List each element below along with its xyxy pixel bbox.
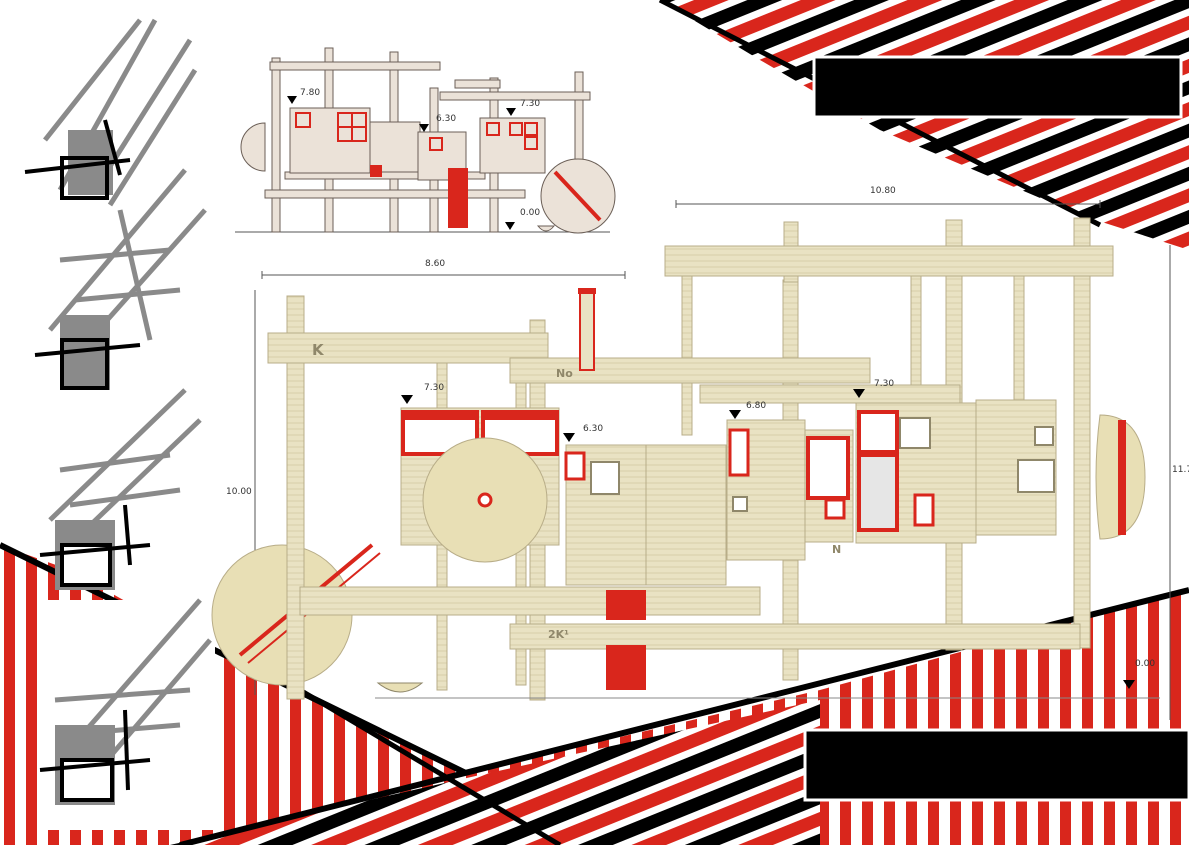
beam-mark-no: No [556, 367, 573, 380]
beam-mark-n: N [832, 543, 841, 556]
small-level-marker-middle [419, 124, 429, 132]
small-level-middle: 6.30 [436, 114, 456, 124]
dim-right-height: 11.70 [1172, 465, 1189, 475]
level-marker-1 [401, 395, 413, 404]
axon-sketch-1 [24, 18, 198, 207]
axon-sketch-3 [39, 388, 202, 590]
title-block-bottom [803, 728, 1189, 802]
timber-beams [267, 245, 1114, 650]
top-right-stripes [658, 0, 1189, 250]
red-tube [579, 289, 595, 371]
small-level-marker-left [287, 96, 297, 104]
small-level-ground: 0.00 [520, 208, 540, 218]
axonometric-sketches [24, 18, 215, 830]
level-marker-4 [853, 389, 865, 398]
level-marker-2 [563, 433, 575, 442]
axon-sketch-4 [39, 598, 215, 830]
small-level-right: 7.30 [520, 99, 540, 109]
dim-left-width: 8.60 [425, 259, 445, 269]
level-marker-3 [729, 410, 741, 419]
dim-left-height: 10.00 [226, 487, 252, 497]
level-box3: 6.80 [746, 401, 766, 411]
small-level-marker-ground [505, 222, 515, 230]
title-block-top [812, 55, 1183, 119]
beam-mark-2k: 2K¹ [548, 628, 569, 641]
axon-sketch-2 [34, 168, 207, 390]
red-block-2 [606, 645, 646, 690]
level-box4: 7.30 [874, 379, 894, 389]
red-block-1 [606, 590, 646, 620]
small-elevation: 7.80 6.30 7.30 0.00 [235, 47, 616, 234]
disc-hub [477, 492, 493, 508]
small-stair [448, 168, 468, 228]
dim-top-width: 10.80 [870, 186, 896, 196]
beam-mark-k: K [312, 341, 325, 359]
cabin-2 [564, 444, 727, 586]
small-level-left: 7.80 [300, 88, 320, 98]
main-elevation: 10.80 8.60 10.00 11.70 [211, 186, 1189, 720]
cabin-4 [855, 399, 1057, 544]
level-box2: 6.30 [583, 424, 603, 434]
small-level-marker-right [506, 108, 516, 116]
level-ground: 0.00 [1135, 659, 1155, 669]
level-box1: 7.30 [424, 383, 444, 393]
level-marker-ground [1123, 680, 1135, 689]
cabin-3 [726, 419, 854, 561]
ground-shell [376, 682, 424, 693]
small-half-disc [240, 122, 266, 172]
